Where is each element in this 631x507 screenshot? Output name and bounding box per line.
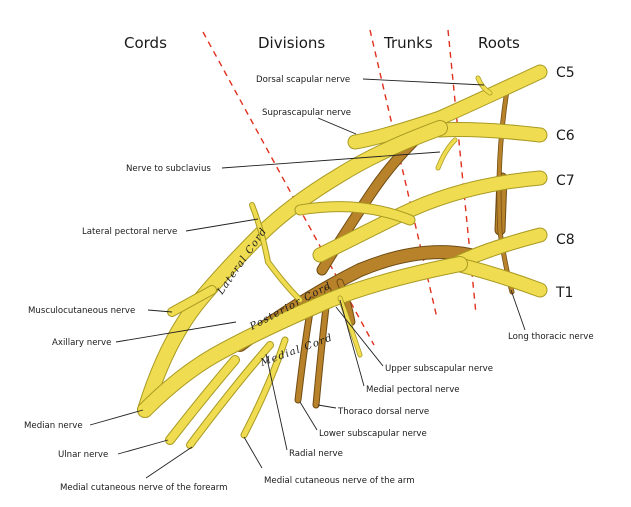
label-medial-cut-forearm: Medial cutaneous nerve of the forearm (60, 483, 228, 493)
leader-lines (89, 78, 526, 479)
label-subclavius: Nerve to subclavius (126, 164, 211, 174)
nerve-layer (137, 64, 548, 449)
label-medial-cut-arm: Medial cutaneous nerve of the arm (264, 476, 415, 486)
label-median: Median nerve (24, 421, 83, 431)
leader-median (89, 409, 144, 426)
leader-musculocutaneous (147, 309, 173, 313)
label-lower-subscapular: Lower subscapular nerve (319, 429, 427, 439)
label-long-thoracic: Long thoracic nerve (508, 332, 594, 342)
label-ulnar: Ulnar nerve (58, 450, 108, 460)
nerve-labels: Dorsal scapular nerve Suprascapular nerv… (24, 75, 594, 493)
leader-medial-cut-forearm (145, 446, 193, 479)
root-labels: C5 C6 C7 C8 T1 (555, 65, 575, 301)
label-suprascapular: Suprascapular nerve (262, 108, 351, 118)
root-label-c7: C7 (556, 173, 575, 189)
label-upper-subscapular: Upper subscapular nerve (385, 364, 493, 374)
label-radial: Radial nerve (289, 449, 343, 459)
label-axillary: Axillary nerve (52, 338, 111, 348)
root-label-c6: C6 (556, 128, 575, 144)
header-cords: Cords (124, 34, 167, 52)
leader-long-thoracic (510, 289, 526, 331)
root-label-t1: T1 (555, 285, 573, 301)
root-label-c8: C8 (556, 232, 575, 248)
leader-upper-subscapular (335, 306, 384, 367)
leader-lower-subscapular (299, 401, 318, 431)
separator-trunks-roots (447, 29, 477, 315)
leader-axillary (115, 321, 237, 343)
leader-dorsal-scapular (362, 78, 485, 86)
root-label-c5: C5 (556, 65, 575, 81)
header-divisions: Divisions (258, 34, 325, 52)
leader-ulnar (117, 439, 169, 455)
leader-radial (265, 353, 288, 451)
label-lateral-pectoral: Lateral pectoral nerve (82, 227, 177, 237)
label-dorsal-scapular: Dorsal scapular nerve (256, 75, 350, 85)
lateral-cord-label: Lateral Cord (215, 226, 270, 298)
leader-thoracodorsal (317, 404, 337, 409)
header-trunks: Trunks (383, 34, 433, 52)
leader-medial-cut-arm (243, 436, 263, 469)
header-roots: Roots (478, 34, 520, 52)
label-thoracodorsal: Thoraco dorsal nerve (337, 407, 429, 417)
leader-suprascapular (317, 117, 357, 135)
leader-lateral-pectoral (185, 218, 259, 232)
leader-medial-pectoral (339, 299, 365, 387)
label-musculocutaneous: Musculocutaneous nerve (28, 306, 135, 316)
label-medial-pectoral: Medial pectoral nerve (366, 385, 460, 395)
region-headers: Cords Divisions Trunks Roots (124, 34, 520, 52)
leader-subclavius (221, 151, 441, 169)
